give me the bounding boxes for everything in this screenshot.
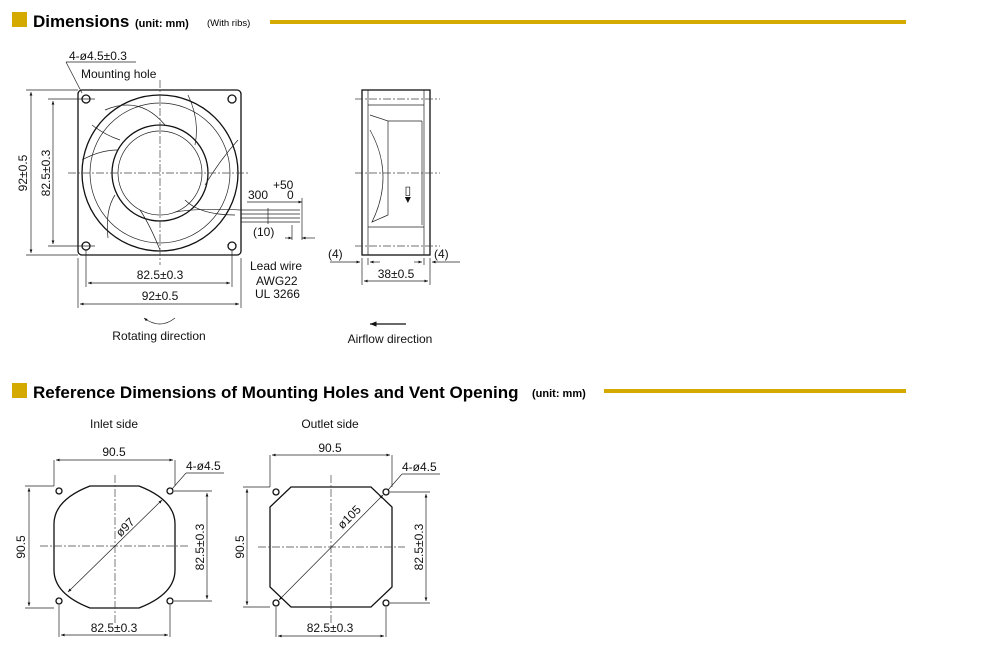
lead-tolerance-plus: +50 (273, 178, 294, 192)
outer-height: 92±0.5 (16, 154, 30, 191)
header-marker (12, 12, 27, 27)
section-note: (With ribs) (207, 18, 250, 29)
fan-front-view: 300 +50 0 (10) Lead wire AWG22 UL 3266 4… (16, 49, 315, 343)
outlet-diameter: ø105 (335, 502, 364, 531)
header-marker (12, 383, 27, 398)
inlet-side-drawing: Inlet side ø97 90.5 90.5 82.5±0.3 82.5±0… (14, 417, 224, 637)
header-rule (604, 389, 906, 393)
inlet-diameter: ø97 (113, 515, 138, 540)
section-header-reference: Reference Dimensions of Mounting Holes a… (12, 383, 906, 402)
fan-depth: 38±0.5 (378, 267, 415, 281)
inlet-height: 90.5 (14, 535, 28, 559)
section-unit: (unit: mm) (135, 18, 189, 30)
hole-spec: 4-ø4.5±0.3 (69, 49, 127, 63)
lead-wire-ul: UL 3266 (255, 287, 300, 301)
inlet-pitch-vertical: 82.5±0.3 (193, 523, 207, 570)
airflow-direction-label: Airflow direction (348, 332, 433, 346)
header-rule (270, 20, 906, 24)
rotating-direction-label: Rotating direction (112, 329, 205, 343)
outlet-pitch-vertical: 82.5±0.3 (412, 523, 426, 570)
svg-text:◂▭: ◂▭ (400, 186, 414, 203)
outlet-pitch-horizontal: 82.5±0.3 (307, 621, 354, 635)
strip-length: (10) (253, 225, 274, 239)
section-title: Dimensions (33, 12, 129, 31)
lead-wire-label: Lead wire (250, 259, 302, 273)
inlet-width: 90.5 (102, 445, 126, 459)
outlet-side-drawing: Outlet side ø105 90.5 90.5 82.5±0.3 82.5… (233, 417, 440, 638)
outlet-width: 90.5 (318, 441, 342, 455)
pitch-height: 82.5±0.3 (39, 149, 53, 196)
section-header-dimensions: Dimensions (unit: mm) (With ribs) (12, 12, 906, 31)
lead-wire-awg: AWG22 (256, 274, 298, 288)
pitch-width: 82.5±0.3 (137, 268, 184, 282)
rib-left: (4) (328, 247, 343, 261)
fan-side-view: ◂▭ (4) (4) 38±0.5 Airflow direction (328, 89, 460, 346)
inlet-label: Inlet side (90, 417, 138, 431)
section-title: Reference Dimensions of Mounting Holes a… (33, 383, 519, 402)
lead-length: 300 (248, 188, 268, 202)
inlet-pitch-horizontal: 82.5±0.3 (91, 621, 138, 635)
outlet-label: Outlet side (301, 417, 359, 431)
rib-right: (4) (434, 247, 449, 261)
outlet-holes: 4-ø4.5 (402, 460, 437, 474)
lead-tolerance-minus: 0 (287, 188, 294, 202)
inlet-holes: 4-ø4.5 (186, 459, 221, 473)
outer-width: 92±0.5 (142, 289, 179, 303)
rotation-arrow-icon (143, 317, 176, 325)
section-unit: (unit: mm) (532, 388, 586, 400)
mounting-hole-label: Mounting hole (81, 67, 157, 81)
outlet-height: 90.5 (233, 535, 247, 559)
